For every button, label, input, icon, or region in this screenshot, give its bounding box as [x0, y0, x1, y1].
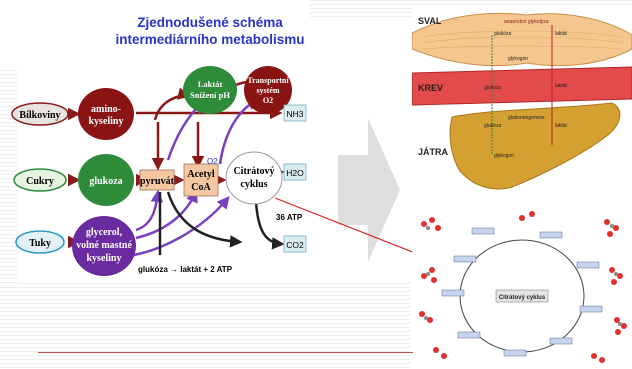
svg-text:glykogen: glykogen [508, 56, 528, 62]
svg-text:amino-: amino- [91, 104, 121, 115]
citric-cycle-center-label: Citrátový cyklus [499, 295, 546, 301]
svg-text:glykogen: glykogen [494, 153, 514, 159]
title-line-2: intermediárního metabolismu [115, 32, 305, 47]
output-h2o: H2O [283, 163, 307, 181]
svg-text:Laktát: Laktát [198, 79, 223, 89]
input-bilkoviny: Bílkoviny [11, 102, 69, 126]
title-line-1: Zjednodušené schéma [137, 15, 283, 30]
input-cukry: Cukry [13, 168, 67, 192]
label-sval: SVAL [418, 16, 442, 26]
svg-text:cyklus: cyklus [240, 179, 267, 190]
page-title: Zjednodušené schéma intermediárního meta… [60, 14, 360, 48]
svg-text:Citrátový: Citrátový [233, 166, 274, 177]
cycle-nodes [441, 227, 603, 357]
svg-text:pyruvát: pyruvát [140, 176, 175, 187]
svg-text:glukoza: glukoza [89, 176, 122, 187]
svg-text:Transportní: Transportní [247, 76, 289, 85]
svg-text:glukóza: glukóza [494, 31, 511, 37]
molecule-icons [419, 211, 627, 363]
input-cukry-label: Cukry [26, 176, 54, 187]
background-stripes-left [0, 70, 18, 285]
label-anaerobic: anaerobní glykolýza [504, 19, 549, 25]
liver-shape [449, 102, 621, 190]
metabolism-diagram: Bílkoviny Cukry Tuky amino- kyseliny glu… [11, 66, 307, 276]
svg-text:Acetyl: Acetyl [187, 169, 214, 180]
svg-text:glukóza: glukóza [484, 85, 501, 91]
output-co2: CO2 [283, 235, 307, 253]
box-acetylcoa: Acetyl CoA [183, 163, 219, 197]
svg-text:systém: systém [256, 86, 279, 95]
svg-text:O2: O2 [263, 96, 273, 105]
background-stripes-bottom [0, 283, 410, 369]
bubble-glukoza: glukoza [78, 154, 134, 206]
footer-divider [38, 352, 413, 353]
bubble-aminokyseliny: amino- kyseliny [78, 88, 134, 140]
svg-text:laktát: laktát [555, 123, 568, 129]
svg-text:glukoneogeneze: glukoneogeneze [508, 115, 545, 121]
output-nh3: NH3 [283, 104, 307, 122]
bubble-transport: Transportní systém O2 [244, 66, 292, 114]
label-krev: KREV [418, 83, 443, 93]
bubble-citrat: Citrátový cyklus [225, 151, 283, 205]
organ-diagram: SVAL KREV JÁTRA anaerobní glykolýza gluk… [412, 5, 632, 195]
blood-vessel [412, 66, 632, 106]
muscle-shape [412, 12, 632, 67]
svg-text:volné mastné: volné mastné [76, 240, 132, 251]
svg-text:NH3: NH3 [286, 109, 303, 119]
label-glukoza-laktat: glukóza → laktát + 2 ATP [138, 265, 233, 274]
svg-text:kyseliny: kyseliny [86, 253, 121, 264]
bubble-laktat: Laktát Snížení pH [183, 66, 237, 114]
svg-text:glukóza: glukóza [484, 123, 501, 129]
svg-text:glycerol,: glycerol, [86, 227, 123, 238]
svg-text:kyseliny: kyseliny [88, 116, 123, 127]
label-jatra: JÁTRA [418, 147, 449, 157]
svg-text:Snížení pH: Snížení pH [190, 90, 230, 100]
svg-text:CO2: CO2 [286, 240, 304, 250]
citric-cycle-diagram: Citrátový cyklus [412, 210, 632, 368]
input-tuky-label: Tuky [29, 238, 51, 249]
input-bilkoviny-label: Bílkoviny [19, 110, 60, 121]
svg-text:CoA: CoA [191, 182, 211, 193]
svg-text:laktát: laktát [555, 31, 568, 37]
svg-text:laktát: laktát [555, 83, 568, 89]
label-36atp: 36 ATP [276, 213, 303, 222]
bubble-lipidy: glycerol, volné mastné kyseliny [72, 216, 136, 276]
box-pyruvat: pyruvát [139, 169, 175, 191]
svg-text:H2O: H2O [286, 168, 304, 178]
label-o2: O2 [207, 157, 218, 166]
input-tuky: Tuky [15, 230, 65, 254]
